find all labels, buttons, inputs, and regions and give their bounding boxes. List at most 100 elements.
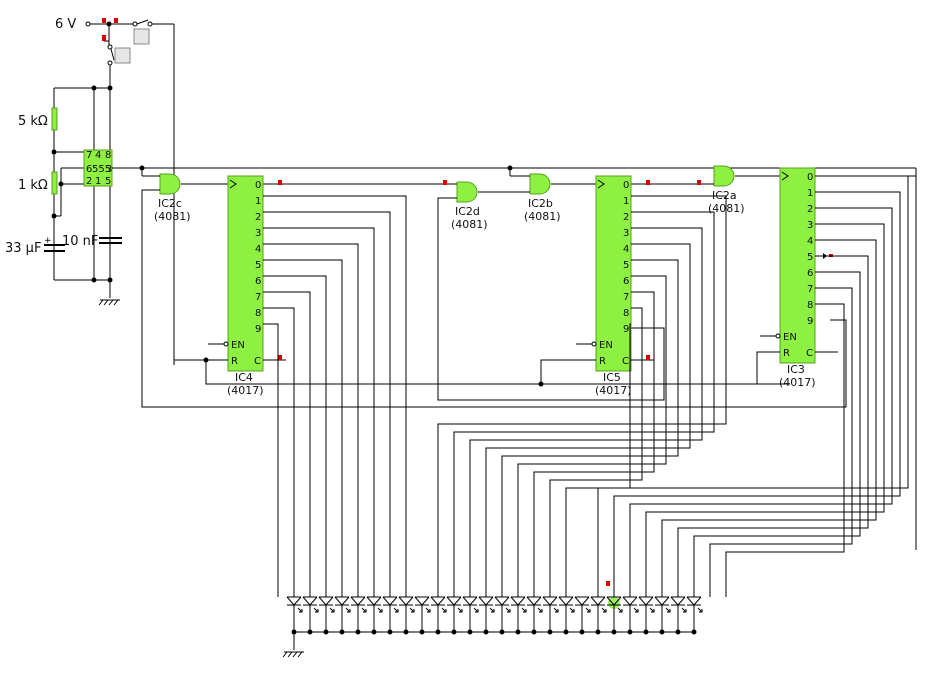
wire xyxy=(517,275,667,597)
gate-part: (4081) xyxy=(451,218,488,231)
probe-marker xyxy=(646,180,650,185)
led-diode-icon xyxy=(286,596,302,606)
led-diode-icon xyxy=(638,596,654,606)
and-gate-body[interactable] xyxy=(713,165,735,187)
output-pin-label: 5 xyxy=(255,260,261,271)
led[interactable] xyxy=(526,596,543,635)
gate-part: (4081) xyxy=(524,210,561,223)
wire xyxy=(263,227,375,597)
carry-pin-label: C xyxy=(622,356,629,367)
light-emission-icon xyxy=(665,607,671,613)
enable-inverter-bubble xyxy=(223,341,229,347)
svg-text:3: 3 xyxy=(106,164,112,175)
led[interactable] xyxy=(446,596,463,635)
light-emission-icon xyxy=(361,607,367,613)
counter-chip-body[interactable] xyxy=(227,175,264,372)
wire xyxy=(263,195,407,597)
and-gate-ic2c[interactable]: IC2c(4081) xyxy=(154,173,191,223)
wire xyxy=(282,651,288,658)
led[interactable] xyxy=(494,596,511,635)
led[interactable] xyxy=(334,596,351,635)
wire xyxy=(501,259,679,597)
led[interactable] xyxy=(542,596,559,635)
switch-1-button[interactable] xyxy=(133,28,150,45)
led-diode-icon xyxy=(350,596,366,606)
probe-marker xyxy=(278,180,282,185)
led[interactable] xyxy=(622,596,639,635)
output-pin-label: 1 xyxy=(807,188,813,199)
and-gate-ic2d[interactable]: IC2d(4081) xyxy=(451,181,488,231)
led[interactable] xyxy=(606,596,623,635)
led[interactable] xyxy=(382,596,399,635)
light-emission-icon xyxy=(473,607,479,613)
output-pin-label: 7 xyxy=(807,284,813,295)
led[interactable] xyxy=(366,596,383,635)
switch-terminal xyxy=(107,44,113,50)
led[interactable] xyxy=(510,596,527,635)
output-pin-label: 4 xyxy=(807,236,813,247)
light-emission-icon xyxy=(537,607,543,613)
probe-marker xyxy=(443,180,447,185)
led[interactable] xyxy=(558,596,575,635)
switch-2-button[interactable] xyxy=(114,47,131,64)
led[interactable] xyxy=(462,596,479,635)
svg-text:4: 4 xyxy=(95,150,101,161)
led[interactable] xyxy=(686,596,703,635)
led[interactable] xyxy=(574,596,591,635)
and-gate-body[interactable] xyxy=(529,173,551,195)
and-gate-body[interactable] xyxy=(159,173,181,195)
wire xyxy=(263,323,279,597)
probe-marker xyxy=(114,18,118,23)
led[interactable] xyxy=(654,596,671,635)
light-emission-icon xyxy=(585,607,591,613)
svg-text:8: 8 xyxy=(105,150,111,161)
counter-chip-body[interactable] xyxy=(779,167,816,364)
led-glow xyxy=(608,597,620,609)
resistor-1k[interactable] xyxy=(51,171,58,195)
source-terminal xyxy=(85,21,91,27)
capacitor-10nf-label: 10 nF xyxy=(62,234,98,249)
output-pin-label: 9 xyxy=(255,324,261,335)
output-pin-label: 8 xyxy=(623,308,629,319)
led-diode-icon xyxy=(670,596,686,606)
output-pin-label: 3 xyxy=(623,228,629,239)
switch-terminal xyxy=(132,21,138,27)
gate-name: IC2d xyxy=(455,205,480,218)
carry-pin-label: C xyxy=(806,348,813,359)
led[interactable] xyxy=(318,596,335,635)
wire xyxy=(709,287,853,597)
led[interactable] xyxy=(478,596,495,635)
light-emission-icon xyxy=(329,607,335,613)
and-gate-body[interactable] xyxy=(456,181,478,203)
led[interactable] xyxy=(430,596,447,635)
led[interactable] xyxy=(398,596,415,635)
led-diode-icon xyxy=(366,596,382,606)
output-pin-label: 8 xyxy=(807,300,813,311)
light-emission-icon xyxy=(457,607,463,613)
resistor-5k[interactable] xyxy=(51,107,58,131)
counter-name: IC5 xyxy=(603,371,621,384)
output-pin-label: 6 xyxy=(623,276,629,287)
led-diode-icon xyxy=(446,596,462,606)
led[interactable] xyxy=(638,596,655,635)
and-gate-ic2b[interactable]: IC2b(4081) xyxy=(524,173,561,223)
light-emission-icon xyxy=(617,607,623,613)
light-emission-icon xyxy=(505,607,511,613)
wire xyxy=(725,303,845,597)
wire xyxy=(645,223,885,597)
led[interactable] xyxy=(670,596,687,635)
led[interactable] xyxy=(286,596,303,635)
led[interactable] xyxy=(590,596,607,635)
led[interactable] xyxy=(302,596,319,635)
counter-chip-body[interactable] xyxy=(595,175,632,372)
led[interactable] xyxy=(350,596,367,635)
wire xyxy=(263,243,359,597)
led[interactable] xyxy=(414,596,431,635)
light-emission-icon xyxy=(425,607,431,613)
wire xyxy=(677,255,869,597)
light-emission-icon xyxy=(313,607,319,613)
resistor-5k-label: 5 kΩ xyxy=(18,114,48,129)
